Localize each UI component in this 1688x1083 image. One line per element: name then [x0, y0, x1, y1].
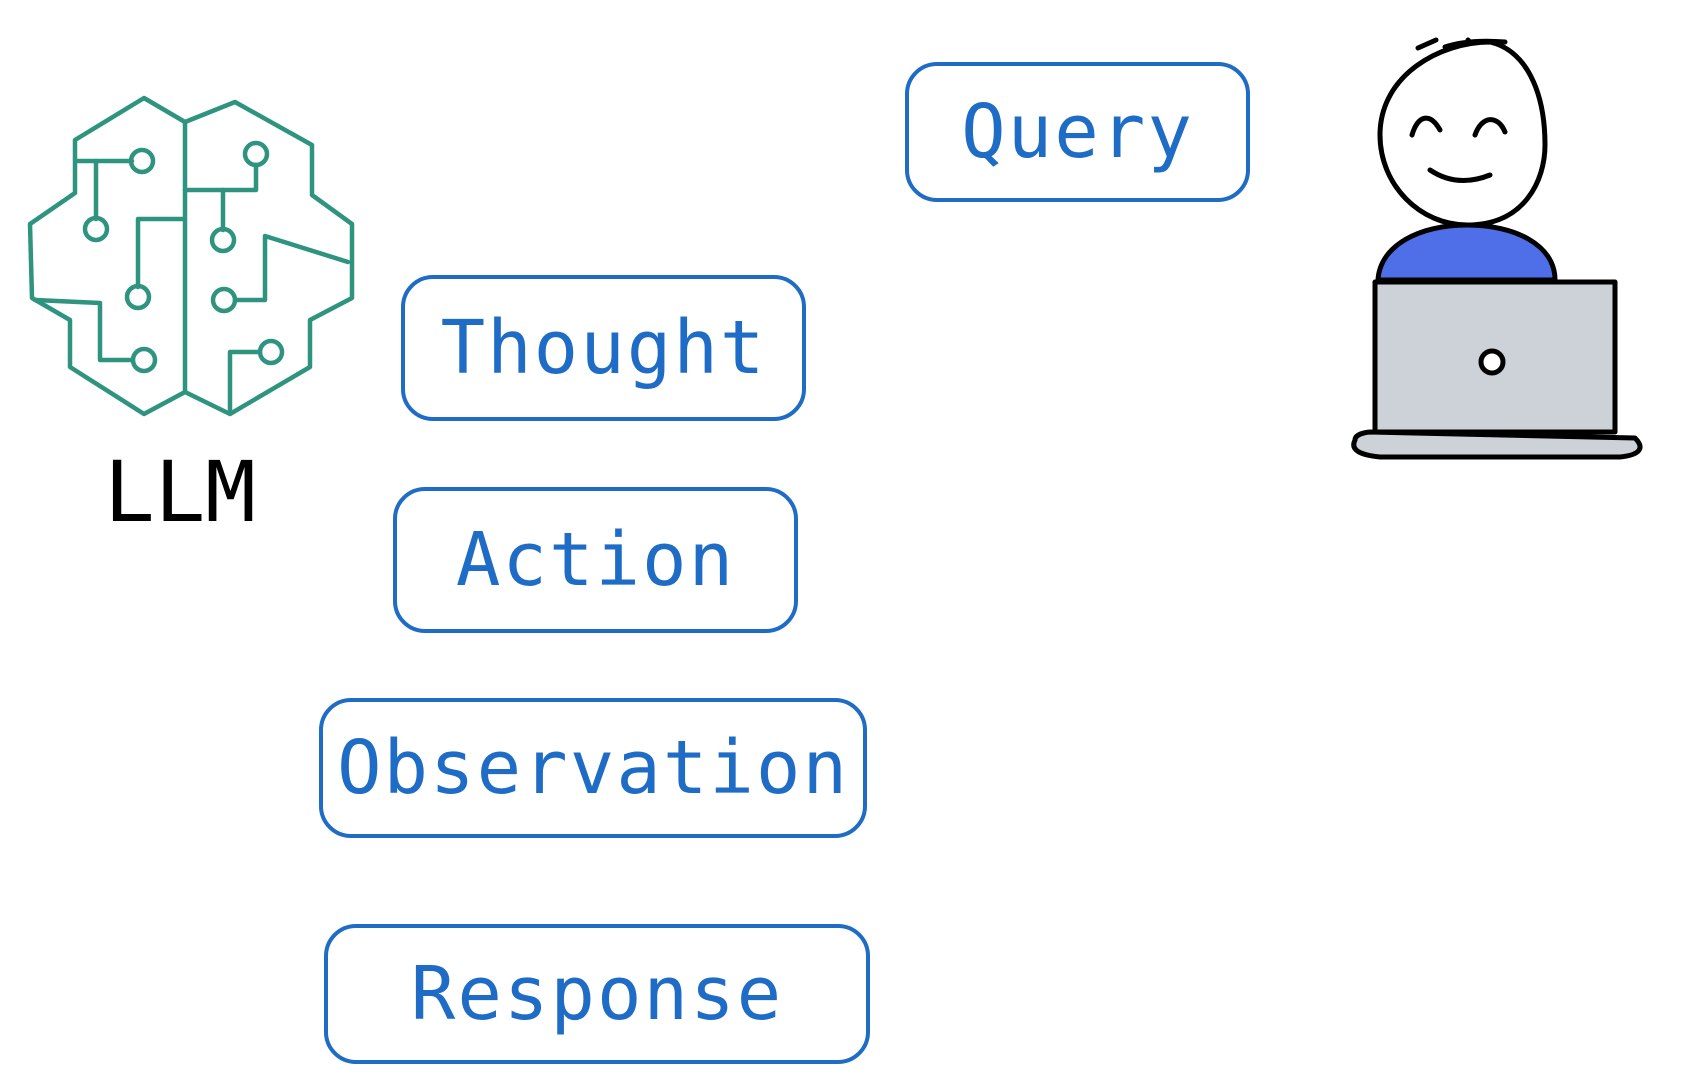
thought-label: Thought [440, 305, 767, 391]
query-label: Query [961, 89, 1194, 175]
action-box[interactable]: Action [393, 487, 798, 633]
response-box[interactable]: Response [324, 924, 870, 1064]
observation-box[interactable]: Observation [319, 698, 867, 838]
thought-box[interactable]: Thought [401, 275, 806, 421]
query-box[interactable]: Query [905, 62, 1250, 202]
brain-circuit-icon [27, 95, 355, 417]
llm-label: LLM [104, 443, 256, 541]
response-label: Response [410, 951, 784, 1037]
action-label: Action [455, 517, 736, 603]
observation-label: Observation [336, 725, 850, 811]
person-at-laptop-icon [1351, 37, 1643, 460]
